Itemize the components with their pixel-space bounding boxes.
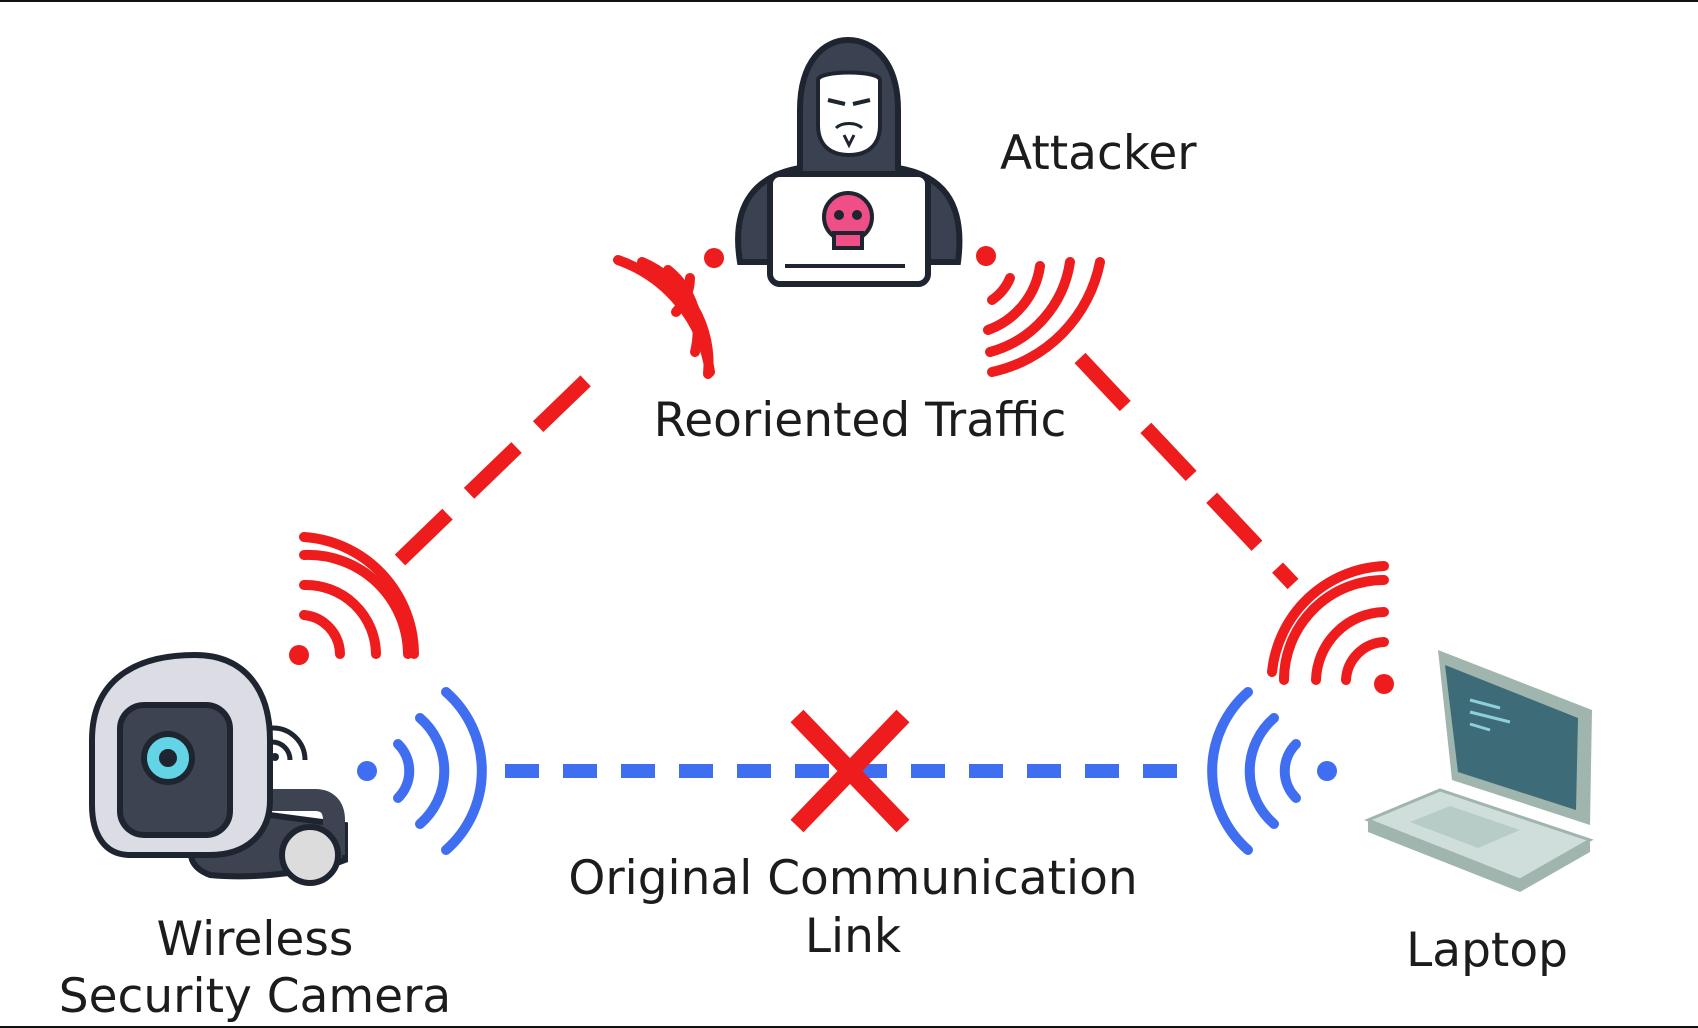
wifi-signal-icon <box>357 687 487 855</box>
original-link-label-line1: Original Communication <box>568 851 1138 906</box>
laptop-label: Laptop <box>1406 923 1568 978</box>
camera-label-line1: Wireless <box>156 912 354 967</box>
original-link-label-line2: Link <box>804 909 902 964</box>
wifi-signal-icon <box>289 532 419 665</box>
wifi-signal-icon <box>613 248 724 379</box>
reoriented-traffic-label: Reoriented Traffic <box>653 393 1067 448</box>
wifi-signal-icon <box>1267 561 1394 694</box>
attack-path-left <box>394 359 608 566</box>
blocked-x-icon <box>790 709 910 833</box>
laptop-icon <box>1364 650 1594 892</box>
hacker-icon <box>735 36 963 287</box>
wifi-signal-icon <box>976 246 1105 377</box>
skull-icon <box>822 191 874 250</box>
attack-path-right <box>1074 352 1299 590</box>
wifi-signal-icon <box>1207 687 1337 855</box>
security-camera-icon <box>89 651 348 886</box>
camera-label-line2: Security Camera <box>58 969 452 1024</box>
attacker-label: Attacker <box>1000 126 1197 181</box>
